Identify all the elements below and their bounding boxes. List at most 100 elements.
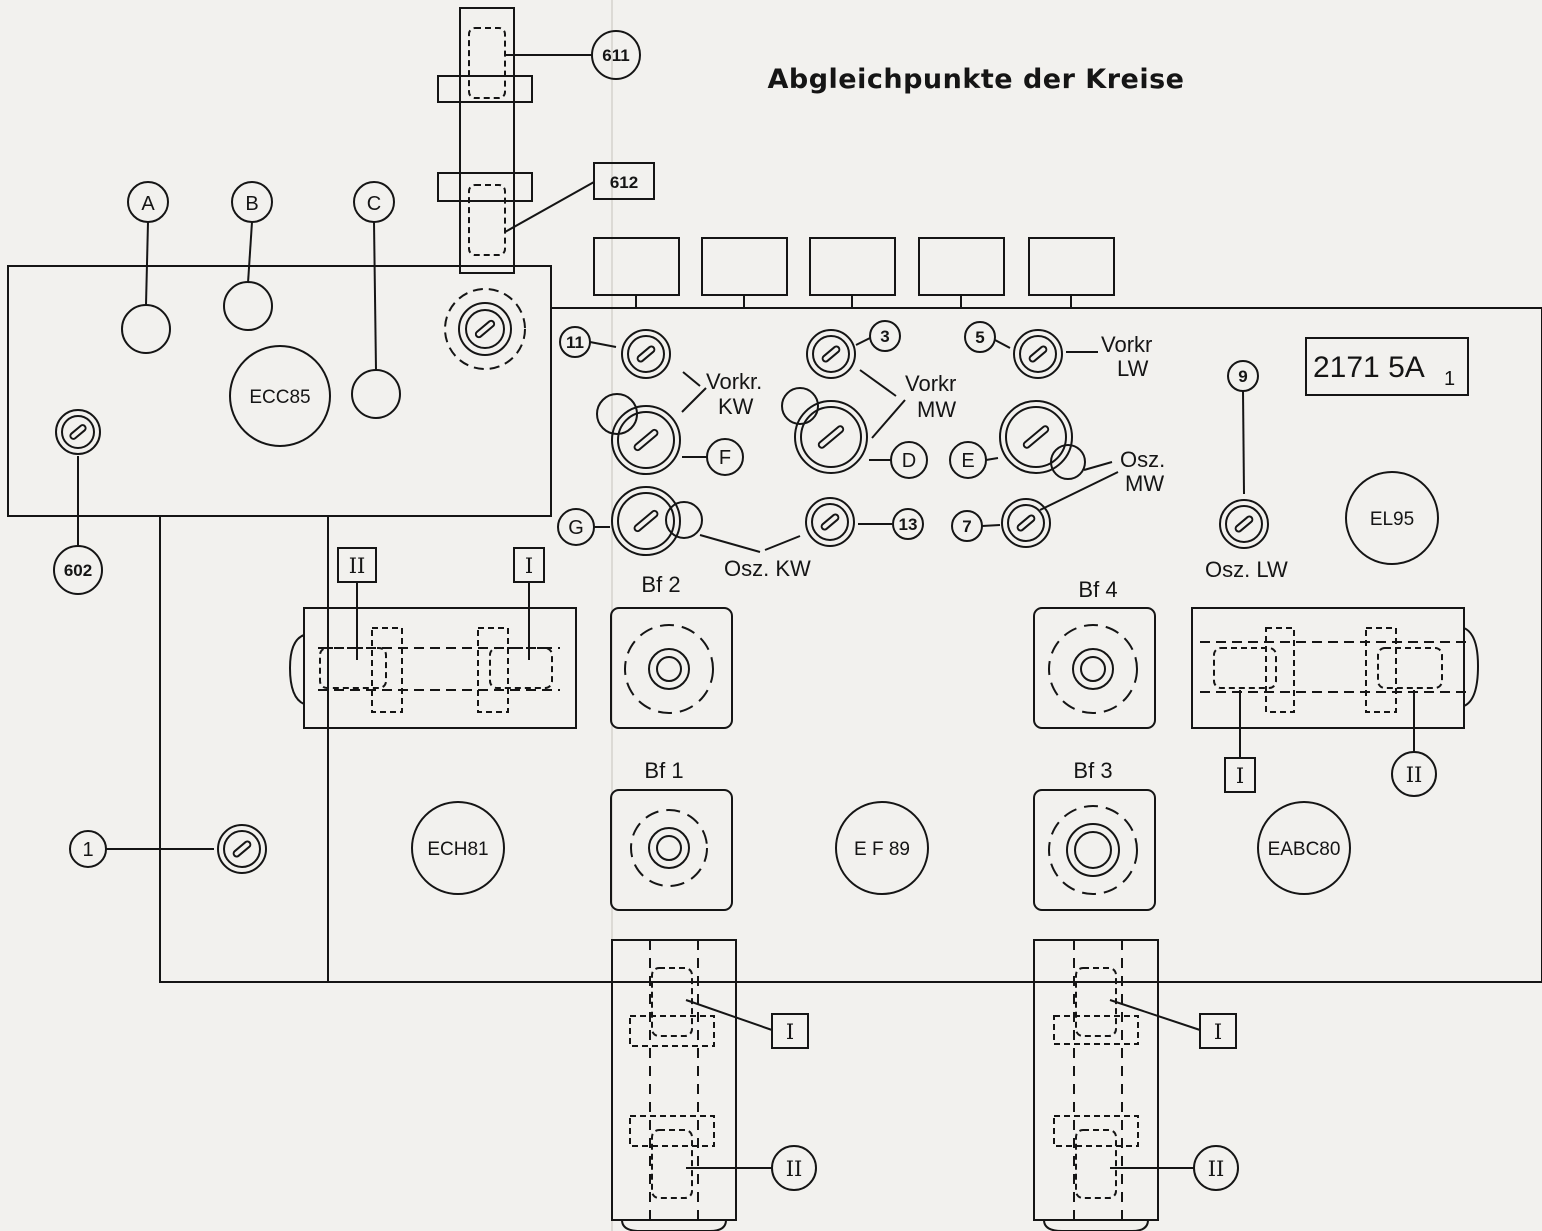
trimmer-b xyxy=(223,281,273,331)
trimmer-a xyxy=(121,304,171,354)
callout-3-label: 3 xyxy=(880,327,889,346)
coil-e xyxy=(999,400,1073,474)
roman-bottom-left-i: I xyxy=(786,1020,794,1044)
tube-ecc85 xyxy=(229,345,331,447)
diagram-title: Abgleichpunkte der Kreise xyxy=(768,64,1185,95)
callout-9-label: 9 xyxy=(1238,367,1247,386)
callout-a-label: A xyxy=(141,193,155,215)
roman-circle-bottom-left-ii xyxy=(771,1145,817,1191)
coil-13 xyxy=(805,497,855,547)
callout-612 xyxy=(593,162,655,200)
coil-ecc85-top xyxy=(444,288,526,370)
leader-a xyxy=(145,221,149,306)
callout-11-label: 11 xyxy=(566,333,584,352)
coil-g xyxy=(611,486,681,556)
upper-terminal-boxes xyxy=(593,237,1115,308)
if-filter-right xyxy=(1191,607,1480,729)
leader-7 xyxy=(981,524,1001,527)
if-filter-611-612 xyxy=(437,7,533,274)
callout-611 xyxy=(591,30,641,80)
roman-circle-right-ii xyxy=(1391,751,1437,797)
coil-group xyxy=(55,288,1269,874)
label-osz-kw: Osz. KW xyxy=(724,556,811,581)
coil-f xyxy=(611,405,681,475)
if-filter-left xyxy=(288,607,577,729)
label-lw: LW xyxy=(1117,356,1149,381)
leader-osz-mw-a xyxy=(1083,461,1113,471)
bf2-box xyxy=(610,607,733,729)
leader-vorkr-mw-a xyxy=(859,369,897,397)
tube-ech81 xyxy=(411,801,505,895)
roman-bottom-right-i: I xyxy=(1214,1020,1222,1044)
roman-box-right-i xyxy=(1224,757,1256,793)
tube-ecc85-label: ECC85 xyxy=(249,387,310,408)
bf4-label: Bf 4 xyxy=(1078,577,1117,602)
coil-f-lug xyxy=(596,393,638,435)
tube-ech81-label: ECH81 xyxy=(427,839,488,860)
callout-5 xyxy=(964,321,996,353)
leader-612 xyxy=(504,181,595,233)
tube-ef89 xyxy=(835,801,929,895)
part-number: 2171 5A xyxy=(1313,351,1425,384)
coil-g-lug xyxy=(665,501,703,539)
callout-c-label: C xyxy=(367,193,381,215)
bf1-box xyxy=(610,789,733,911)
leader-c xyxy=(373,221,377,371)
leader-11 xyxy=(589,341,617,348)
part-number-subscript: 1 xyxy=(1444,368,1455,390)
callout-3 xyxy=(869,320,901,352)
leader-3 xyxy=(855,337,871,346)
chassis-outline xyxy=(7,265,1542,983)
coil-e-lug xyxy=(1050,444,1086,480)
callout-d-label: D xyxy=(902,450,916,472)
callout-d xyxy=(890,441,928,479)
roman-box-bottom-left-i xyxy=(771,1013,809,1049)
callout-1-label: 1 xyxy=(82,839,93,861)
coil-602 xyxy=(55,409,101,455)
roman-right-ii: II xyxy=(1406,763,1423,787)
bf3-label: Bf 3 xyxy=(1073,758,1112,783)
leader-bottom-left-i xyxy=(685,999,773,1031)
callout-13-label: 13 xyxy=(899,515,918,534)
coil-7 xyxy=(1001,498,1051,548)
label-osz-lw: Osz. LW xyxy=(1205,557,1288,582)
tube-el95-label: EL95 xyxy=(1370,509,1414,530)
callout-g-label: G xyxy=(568,517,584,539)
part-number-box xyxy=(1305,337,1469,396)
roman-left-i: I xyxy=(525,554,533,578)
leader-e xyxy=(985,457,999,461)
bf2-label: Bf 2 xyxy=(641,572,680,597)
roman-box-bottom-right-i xyxy=(1199,1013,1237,1049)
callout-f-label: F xyxy=(719,447,731,469)
leader-osz-mw-b xyxy=(1039,471,1119,511)
callout-f xyxy=(706,438,744,476)
roman-left-ii: II xyxy=(349,554,366,578)
label-vorkr-mw: Vorkr xyxy=(905,371,956,396)
leader-osz-kw-b xyxy=(764,535,801,551)
label-mw: MW xyxy=(917,397,956,422)
bf4-box xyxy=(1033,607,1156,729)
callout-602 xyxy=(53,545,103,595)
label-vorkr-kw: Vorkr. xyxy=(706,369,762,394)
roman-bottom-left-ii: II xyxy=(786,1157,803,1181)
leader-osz-kw-a xyxy=(699,534,761,553)
bf1-label: Bf 1 xyxy=(644,758,683,783)
label-vorkr-lw: Vorkr xyxy=(1101,332,1152,357)
coil-11 xyxy=(621,329,671,379)
callout-13 xyxy=(892,508,924,540)
tube-eabc80 xyxy=(1257,801,1351,895)
roman-circle-bottom-right-ii xyxy=(1193,1145,1239,1191)
callout-e-label: E xyxy=(961,450,974,472)
tube-el95 xyxy=(1345,471,1439,565)
callout-611-label: 611 xyxy=(602,46,629,65)
coil-d-lug xyxy=(781,387,819,425)
leader-vorkr-mw-b xyxy=(871,399,906,439)
leader-vorkr-kw-a xyxy=(682,371,701,387)
callout-7-label: 7 xyxy=(962,517,971,536)
callout-b-label: B xyxy=(245,193,258,215)
tube-eabc80-label: EABC80 xyxy=(1268,839,1341,860)
roman-right-i: I xyxy=(1236,764,1244,788)
coil-9 xyxy=(1219,499,1269,549)
tube-ef89-label: E F 89 xyxy=(854,839,910,860)
trimmer-c xyxy=(351,369,401,419)
